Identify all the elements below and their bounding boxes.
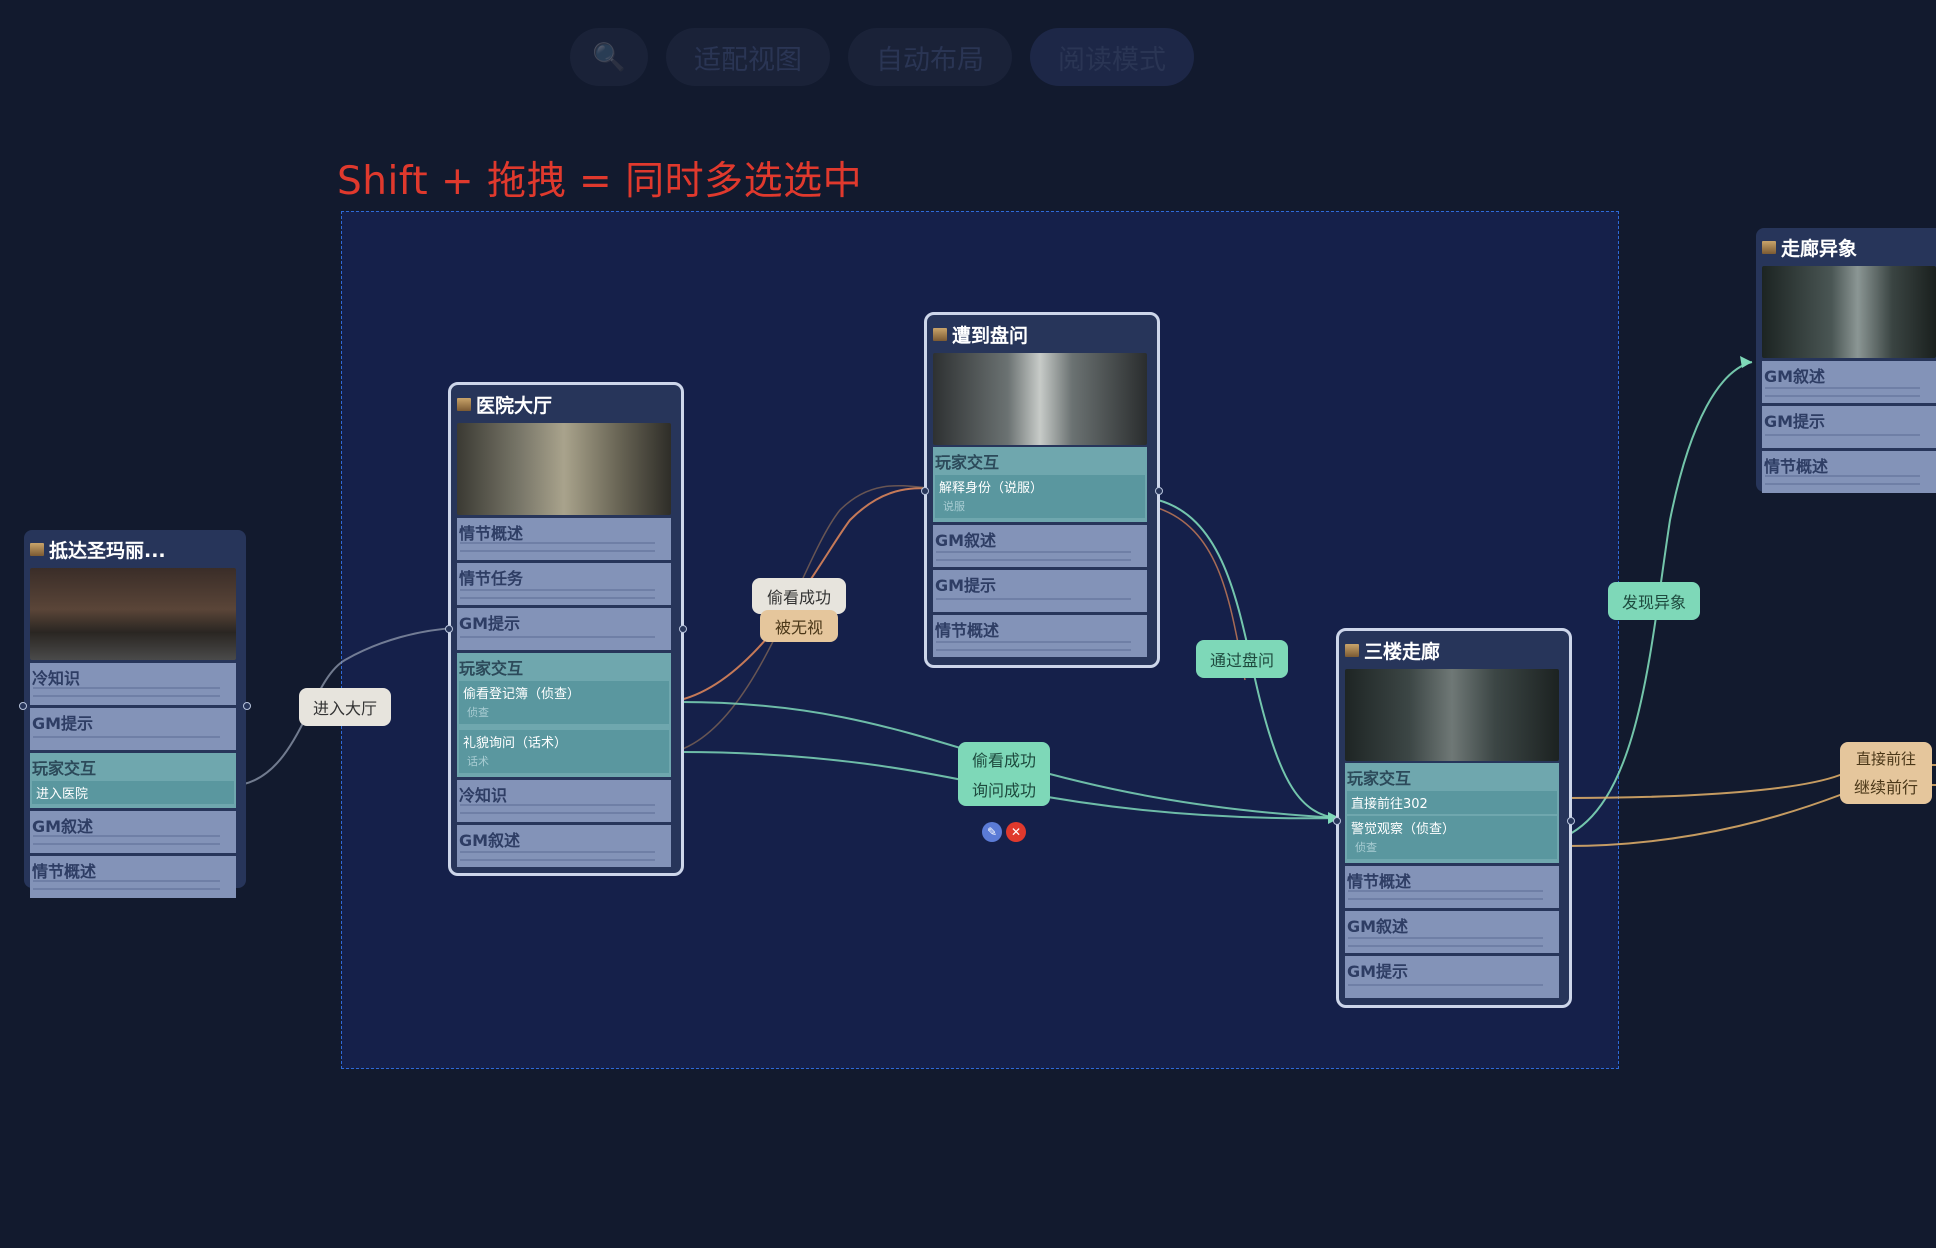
section-player-interaction[interactable]: 玩家交互 进入医院	[30, 753, 236, 808]
section-trivia[interactable]: 冷知识	[457, 780, 671, 822]
reading-mode-button[interactable]: 阅读模式	[1030, 28, 1194, 86]
input-port[interactable]	[921, 487, 929, 495]
scene-icon	[457, 397, 471, 411]
input-port[interactable]	[19, 702, 27, 710]
section-gm-hint[interactable]: GM提示	[933, 570, 1147, 612]
scene-icon	[1762, 240, 1776, 254]
toolbar: 🔍 适配视图 自动布局 阅读模式	[570, 28, 1194, 86]
option-alert-observe[interactable]: 警觉观察（侦查）侦查	[1347, 816, 1557, 859]
node-title: 遭到盘问	[933, 315, 1147, 353]
section-plot-summary[interactable]: 情节概述	[933, 615, 1147, 657]
scene-icon	[933, 327, 947, 341]
section-gm-hint[interactable]: GM提示	[1345, 956, 1559, 998]
node-third-floor-corridor[interactable]: 三楼走廊 玩家交互 直接前往302 警觉观察（侦查）侦查 情节概述 GM叙述 G…	[1333, 628, 1575, 1008]
section-gm-narration[interactable]: GM叙述	[933, 525, 1147, 567]
section-gm-hint[interactable]: GM提示	[457, 608, 671, 650]
section-plot-summary[interactable]: 情节概述	[30, 856, 236, 898]
edge-label-peek-ask[interactable]: 偷看成功 询问成功	[958, 742, 1050, 806]
scene-icon	[30, 542, 44, 556]
edge-label-enter-hall[interactable]: 进入大厅	[299, 688, 391, 726]
node-title: 走廊异象	[1762, 228, 1936, 266]
section-plot-task[interactable]: 情节任务	[457, 563, 671, 605]
option-peek-register[interactable]: 偷看登记簿（侦查）侦查	[459, 681, 669, 724]
search-button[interactable]: 🔍	[570, 28, 648, 86]
edit-edge-button[interactable]: ✎	[982, 822, 1002, 842]
delete-edge-button[interactable]: ✕	[1006, 822, 1026, 842]
section-player-interaction[interactable]: 玩家交互 直接前往302 警觉观察（侦查）侦查	[1345, 763, 1559, 863]
option-polite-ask[interactable]: 礼貌询问（话术）话术	[459, 730, 669, 773]
multi-select-hint: Shift + 拖拽 = 同时多选选中	[337, 159, 863, 204]
section-gm-narration[interactable]: GM叙述	[1762, 361, 1936, 403]
output-port[interactable]	[679, 625, 687, 633]
node-title: 医院大厅	[457, 385, 671, 423]
scene-image	[1762, 266, 1936, 358]
pencil-icon: ✎	[986, 825, 998, 839]
node-hospital-lobby[interactable]: 医院大厅 情节概述 情节任务 GM提示 玩家交互 偷看登记簿（侦查）侦查 礼貌询…	[445, 382, 687, 876]
search-icon: 🔍	[592, 42, 626, 73]
section-gm-hint[interactable]: GM提示	[1762, 406, 1936, 448]
node-title: 三楼走廊	[1345, 631, 1559, 669]
output-port[interactable]	[1155, 487, 1163, 495]
scene-image	[457, 423, 671, 515]
scene-icon	[1345, 643, 1359, 657]
scene-image	[933, 353, 1147, 445]
edge-label-peek-success[interactable]: 偷看成功	[752, 578, 846, 614]
edge-label-ignored[interactable]: 被无视	[760, 610, 838, 642]
fit-view-button[interactable]: 适配视图	[666, 28, 830, 86]
edge-label-go-continue[interactable]: 直接前往 继续前行	[1840, 742, 1932, 804]
node-arrive[interactable]: 抵达圣玛丽... 冷知识 GM提示 玩家交互 进入医院 GM叙述 情节概述	[19, 530, 251, 898]
scene-image	[1345, 669, 1559, 761]
arrow-anomaly	[1740, 356, 1752, 368]
section-trivia[interactable]: 冷知识	[30, 663, 236, 705]
section-player-interaction[interactable]: 玩家交互 解释身份（说服）说服	[933, 447, 1147, 522]
output-port[interactable]	[1567, 817, 1575, 825]
section-gm-narration[interactable]: GM叙述	[1345, 911, 1559, 953]
output-port[interactable]	[243, 702, 251, 710]
section-plot-summary[interactable]: 情节概述	[1762, 451, 1936, 493]
edge-label-peek-ignored[interactable]: 偷看成功 被无视	[752, 578, 846, 642]
input-port[interactable]	[1333, 817, 1341, 825]
edge-label-peek-success-2[interactable]: 偷看成功	[971, 751, 1036, 770]
edge-label-go-direct[interactable]: 直接前往	[1855, 750, 1916, 768]
option-go-302[interactable]: 直接前往302	[1347, 791, 1557, 814]
section-plot-summary[interactable]: 情节概述	[1345, 866, 1559, 908]
section-gm-narration[interactable]: GM叙述	[30, 811, 236, 853]
edge-label-find-anomaly[interactable]: 发现异象	[1608, 582, 1700, 620]
close-icon: ✕	[1010, 825, 1022, 839]
section-gm-narration[interactable]: GM叙述	[457, 825, 671, 867]
section-gm-hint[interactable]: GM提示	[30, 708, 236, 750]
node-corridor-anomaly[interactable]: 走廊异象 GM叙述 GM提示 情节概述	[1756, 228, 1936, 493]
node-interrogation[interactable]: 遭到盘问 玩家交互 解释身份（说服）说服 GM叙述 GM提示 情节概述	[921, 312, 1163, 668]
option-explain-identity[interactable]: 解释身份（说服）说服	[935, 475, 1145, 518]
input-port[interactable]	[445, 625, 453, 633]
edge-label-ask-success[interactable]: 询问成功	[971, 781, 1036, 800]
auto-layout-button[interactable]: 自动布局	[848, 28, 1012, 86]
option-enter-hospital[interactable]: 进入医院	[32, 781, 234, 804]
scene-image	[30, 568, 236, 660]
edge-label-continue[interactable]: 继续前行	[1853, 778, 1918, 797]
section-plot-summary[interactable]: 情节概述	[457, 518, 671, 560]
edge-label-pass-interrogation[interactable]: 通过盘问	[1196, 640, 1288, 678]
node-title: 抵达圣玛丽...	[30, 530, 236, 568]
section-player-interaction[interactable]: 玩家交互 偷看登记簿（侦查）侦查 礼貌询问（话术）话术	[457, 653, 671, 777]
